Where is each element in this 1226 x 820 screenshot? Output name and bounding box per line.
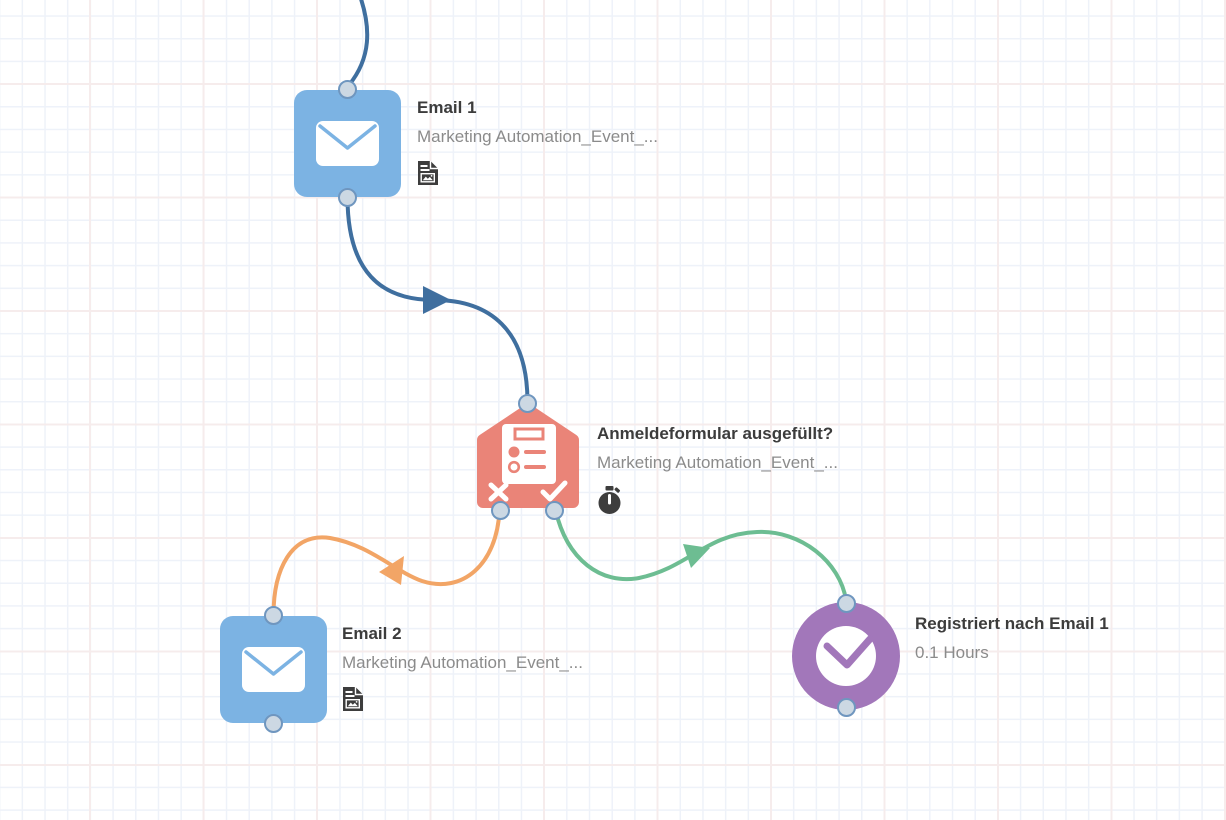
connection-decision-no-to-email2: [271, 509, 502, 616]
node-title: Email 2: [342, 624, 402, 643]
node-email-2[interactable]: [220, 606, 327, 733]
port-no[interactable]: [490, 500, 510, 520]
node-subtitle: Marketing Automation_Event_...: [342, 653, 583, 672]
node-email-1[interactable]: [294, 80, 401, 207]
node-subtitle: 0.1 Hours: [915, 643, 989, 662]
form-icon: [502, 424, 556, 484]
node-label-decision-form: Anmeldeformular ausgefüllt? Marketing Au…: [597, 422, 838, 520]
port-top[interactable]: [338, 80, 357, 99]
port-bottom[interactable]: [338, 188, 357, 207]
node-title: Anmeldeformular ausgefüllt?: [597, 424, 834, 443]
node-timer-wait[interactable]: [792, 594, 900, 717]
document-image-icon: [417, 160, 658, 191]
email-icon: [241, 646, 306, 693]
clock-hands-icon: [823, 635, 874, 669]
node-title: Registriert nach Email 1: [915, 614, 1109, 633]
connection-line: [553, 509, 848, 601]
decision-node-shape[interactable]: [476, 403, 580, 509]
arrowhead-icon: [683, 544, 710, 568]
port-top[interactable]: [518, 394, 537, 413]
node-subtitle: Marketing Automation_Event_...: [597, 453, 838, 472]
check-mark-icon: [540, 480, 568, 502]
clock-face: [816, 626, 876, 686]
node-label-email-1: Email 1 Marketing Automation_Event_...: [417, 96, 658, 191]
x-mark-icon: [488, 482, 509, 502]
connection-incoming-top: [347, 0, 370, 87]
arrowhead-icon: [423, 286, 451, 314]
connection-decision-yes-to-timer: [553, 509, 848, 601]
email-icon: [315, 120, 380, 167]
node-label-email-2: Email 2 Marketing Automation_Event_...: [342, 622, 583, 717]
port-top[interactable]: [836, 594, 856, 613]
document-image-icon: [342, 686, 583, 717]
connection-email1-to-decision: [345, 196, 530, 403]
connection-line: [345, 196, 530, 403]
arrowhead-icon: [379, 556, 404, 585]
node-decision-form[interactable]: [476, 394, 580, 520]
connection-line: [271, 509, 502, 616]
port-bottom[interactable]: [264, 714, 283, 733]
port-top[interactable]: [264, 606, 283, 625]
port-bottom[interactable]: [836, 698, 856, 717]
stopwatch-icon: [597, 486, 838, 520]
node-label-timer-wait: Registriert nach Email 1 0.1 Hours: [915, 612, 1109, 664]
port-yes[interactable]: [544, 500, 564, 520]
node-subtitle: Marketing Automation_Event_...: [417, 127, 658, 146]
node-title: Email 1: [417, 98, 477, 117]
